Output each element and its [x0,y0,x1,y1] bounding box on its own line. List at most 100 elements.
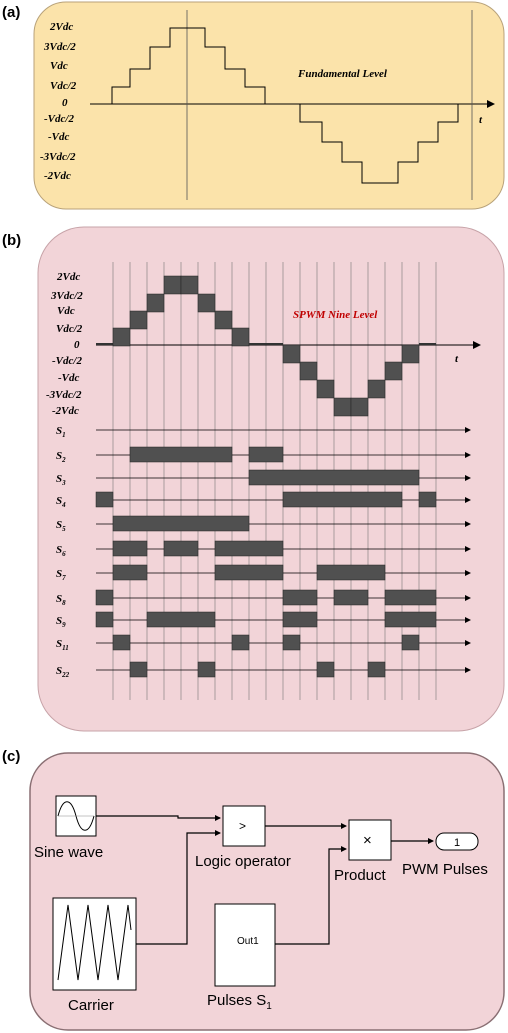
panel-a-y-labels: 2Vdc 3Vdc/2 Vdc Vdc/2 0 -Vdc/2 -Vdc -3Vd… [40,21,77,182]
switch-on-pulse [282,589,318,606]
sine-wave-block[interactable] [55,795,97,837]
pwm-pulses-outport[interactable]: 1 [435,832,479,851]
panel-b-title: SPWM Nine Level [293,309,378,321]
spwm-pulse-block [333,397,352,417]
spwm-pulse-block [401,344,420,364]
switch-row: S7 [56,564,471,582]
carrier-label: Carrier [68,997,114,1014]
panel-c-label: (c) [2,748,20,765]
switch-on-pulse [95,589,114,606]
panel-b-t-label: t [455,353,459,365]
wire-carrier-to-logic [136,830,221,945]
y-label: -3Vdc/2 [40,151,76,163]
panel-a-t-label: t [479,114,483,126]
signal-wires [96,815,434,945]
y-label: -Vdc/2 [52,355,82,367]
switch-on-pulse [316,661,335,678]
logic-operator-block[interactable]: > [222,805,266,847]
y-label: 2Vdc [49,21,73,33]
carrier-block[interactable] [52,897,137,991]
panel-b-spwm-pulses [96,275,436,417]
switch-row: S2 [56,446,471,464]
product-label: Product [334,867,387,884]
switch-on-pulse [112,515,250,532]
switch-label: S5 [56,519,66,533]
spwm-zero-segment [419,343,436,345]
switch-on-pulse [282,634,301,651]
y-label: -2Vdc [52,405,79,417]
wire-pulses-to-product [275,846,347,945]
y-label: 0 [74,339,80,351]
sine-wave-label: Sine wave [34,844,103,861]
switch-on-pulse [401,634,420,651]
pulses-label: Pulses S1 [207,992,272,1012]
switch-row: S6 [56,540,471,558]
y-label: -3Vdc/2 [46,389,82,401]
switch-row: S1 [56,425,471,439]
panel-a: (a) 2Vdc 3Vdc/2 Vdc Vdc/2 0 -Vdc/2 -Vdc … [2,1,505,210]
switch-row: S4 [56,491,471,509]
switch-label: S4 [56,495,66,509]
pulses-s1-block[interactable]: Out1 [214,903,276,987]
y-label: -Vdc/2 [44,113,74,125]
y-label: 0 [62,97,68,109]
panel-c: (c) Sine wave Carrier > Logic operator ×… [2,748,505,1031]
product-symbol: × [363,832,372,849]
outport-label: PWM Pulses [402,861,488,878]
switch-label: S22 [56,665,70,679]
switch-on-pulse [418,491,437,508]
switch-row: S22 [56,661,471,679]
panel-a-background [33,1,505,210]
switch-on-pulse [129,661,148,678]
panel-a-staircase-waveform [92,27,459,184]
switch-label: S9 [56,615,66,629]
switch-on-pulse [248,469,420,486]
product-block[interactable]: × [348,819,392,861]
pulses-block-text: Out1 [237,936,259,947]
outport-number: 1 [454,837,460,849]
switch-label: S11 [56,638,69,652]
y-label: Vdc [50,60,68,72]
spwm-pulse-block [384,361,403,381]
y-label: -Vdc [48,131,70,143]
spwm-zero-segment [249,343,266,345]
switch-row: S11 [56,634,471,652]
switch-on-pulse [197,661,216,678]
switch-on-pulse [231,634,250,651]
switch-on-pulse [129,446,233,463]
switch-label: S8 [56,593,66,607]
switch-label: S7 [56,568,66,582]
switch-label: S2 [56,450,66,464]
switch-on-pulse [367,661,386,678]
spwm-pulse-block [299,361,318,381]
switch-label: S1 [56,425,66,439]
switch-on-pulse [316,564,386,581]
spwm-pulse-block [316,379,335,399]
switch-on-pulse [112,540,148,557]
switch-on-pulse [384,611,437,628]
spwm-zero-segment [266,343,283,345]
panel-b-time-gridlines [112,262,437,700]
switch-on-pulse [282,491,403,508]
switch-on-pulse [95,611,114,628]
panel-b-label: (b) [2,232,21,249]
y-label: 2Vdc [56,271,80,283]
switch-row: S8 [56,589,471,607]
spwm-pulse-block [214,310,233,330]
switch-on-pulse [333,589,369,606]
switch-on-pulse [112,564,148,581]
switch-on-pulse [95,491,114,508]
switch-on-pulse [112,634,131,651]
switch-on-pulse [146,611,216,628]
switch-row: S5 [56,515,471,533]
triangle-wave-icon [57,904,132,981]
switch-on-pulse [214,564,284,581]
y-label: Vdc/2 [56,323,83,335]
switch-label: S3 [56,473,66,487]
spwm-pulse-block [282,344,301,364]
spwm-pulse-block [163,275,182,295]
panel-b-y-labels: 2Vdc 3Vdc/2 Vdc Vdc/2 0 -Vdc/2 -Vdc -3Vd… [46,271,83,417]
spwm-pulse-block [350,397,369,417]
logic-operator-symbol: > [239,819,246,833]
